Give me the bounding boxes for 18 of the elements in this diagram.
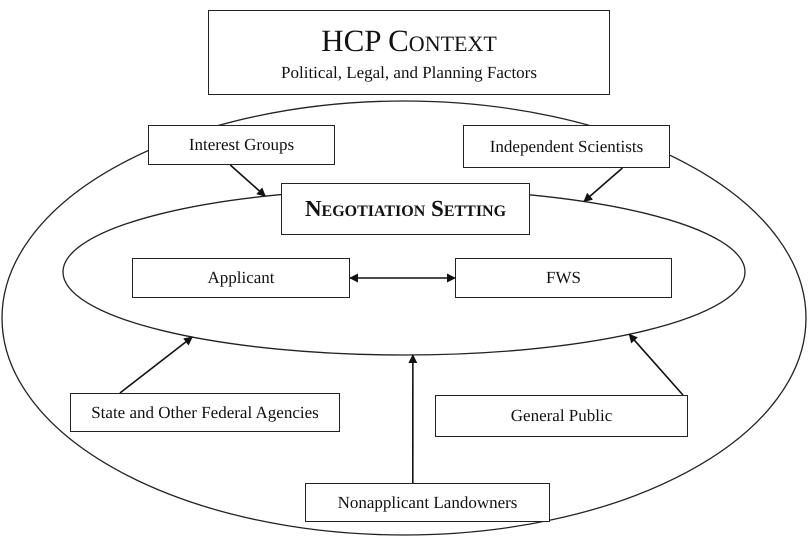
arrow bbox=[349, 274, 456, 282]
context-ellipse bbox=[2, 8, 808, 538]
actor-box: Nonapplicant Landowners bbox=[305, 483, 550, 522]
actor-box: General Public bbox=[435, 395, 688, 437]
actor-box: Applicant bbox=[132, 258, 350, 298]
heading-title: HCP Context bbox=[321, 22, 497, 58]
actor-box: Interest Groups bbox=[148, 125, 335, 165]
arrow bbox=[628, 334, 684, 396]
arrow bbox=[408, 354, 418, 483]
heading-title: Negotiation Setting bbox=[304, 196, 506, 222]
actor-box: State and Other Federal Agencies bbox=[70, 393, 340, 432]
setting-ellipse bbox=[62, 183, 746, 357]
actor-box: FWS bbox=[455, 258, 672, 298]
arrow bbox=[119, 336, 193, 394]
heading-subtitle: Political, Legal, and Planning Factors bbox=[281, 62, 537, 82]
arrow bbox=[230, 164, 266, 197]
actor-box: Independent Scientists bbox=[463, 125, 670, 168]
arrow bbox=[583, 167, 623, 202]
